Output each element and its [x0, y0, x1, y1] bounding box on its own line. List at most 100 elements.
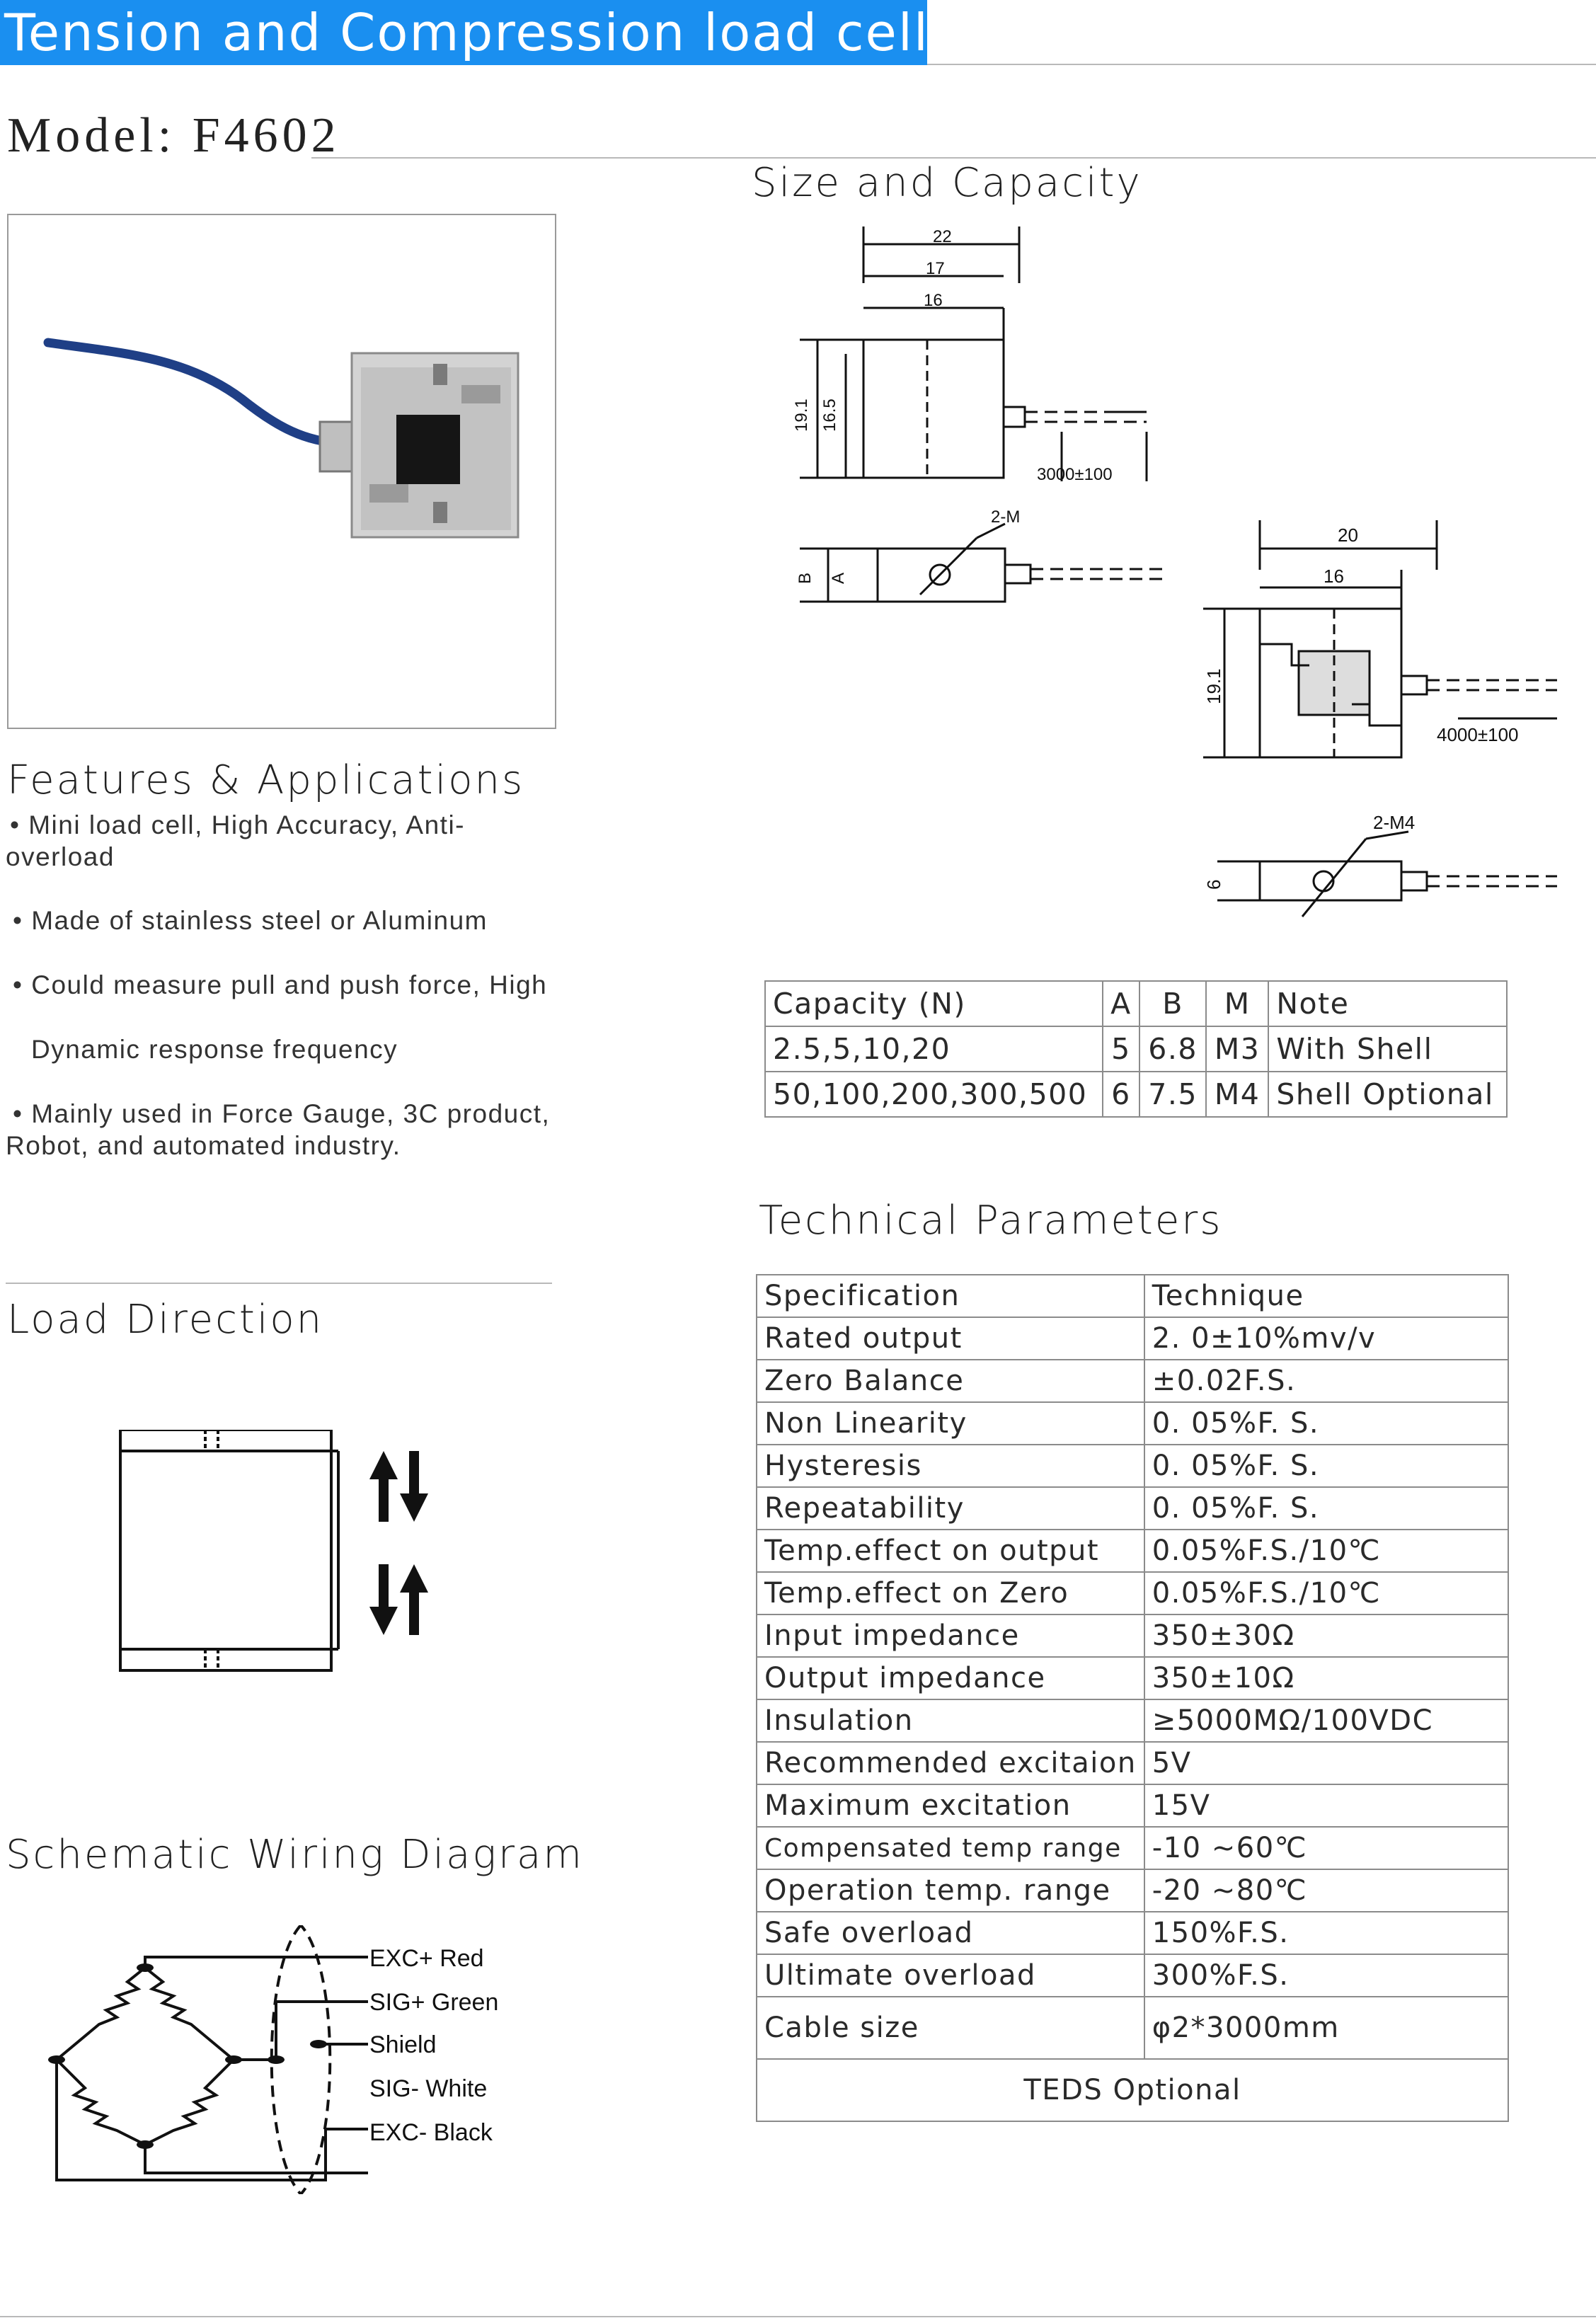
cap-header-capacity: Capacity (N) [764, 980, 1103, 1027]
wire-exc-plus: EXC+ Red [369, 1945, 484, 1972]
product-photo [7, 214, 556, 729]
tech-value: ±0.02F.S. [1143, 1359, 1510, 1403]
tech-label: Rated output [756, 1317, 1145, 1360]
table-row: Operation temp. range-20 ~80℃ [756, 1869, 1510, 1912]
tech-header-spec: Specification [756, 1274, 1145, 1318]
tech-value: 5V [1143, 1741, 1510, 1785]
tech-label: Compensated temp range [756, 1826, 1145, 1870]
dim-20: 20 [1338, 524, 1358, 546]
tech-label: Ultimate overload [756, 1954, 1145, 1997]
tech-label: Repeatability [756, 1486, 1145, 1530]
cap-cell: 6.8 [1139, 1026, 1207, 1072]
tech-value: 0. 05%F. S. [1143, 1444, 1510, 1488]
cap-cell: M3 [1205, 1026, 1270, 1072]
arrow-down-icon [400, 1451, 428, 1522]
cap-cell: M4 [1205, 1071, 1270, 1118]
thread-label-1: 2-M [991, 507, 1020, 527]
title-bar: Tension and Compression load cell [0, 0, 929, 65]
tech-label: Zero Balance [756, 1359, 1145, 1403]
cap-header-b: B [1139, 980, 1207, 1027]
cap-cell: 7.5 [1139, 1071, 1207, 1118]
model-label: Model: F4602 [7, 108, 340, 163]
wiring-heading: Schematic Wiring Diagram [6, 1832, 584, 1878]
table-row: Compensated temp range-10 ~60℃ [756, 1826, 1510, 1870]
feature-4-line1: • Mainly used in Force Gauge, 3C product… [13, 1099, 551, 1128]
cap-header-note: Note [1268, 980, 1508, 1027]
tech-footer-row: TEDS Optional [756, 2058, 1509, 2122]
dim-19-1b: 19.1 [1203, 668, 1224, 704]
technical-heading: Technical Parameters [759, 1198, 1223, 1244]
tech-label: Non Linearity [756, 1401, 1145, 1445]
page-title: Tension and Compression load cell [4, 3, 929, 62]
features-heading: Features & Applications [7, 757, 525, 803]
label-b: B [796, 573, 815, 584]
dim-17: 17 [926, 259, 945, 278]
table-row: 50,100,200,300,500 6 7.5 M4 Shell Option… [764, 1071, 1508, 1118]
size-capacity-heading: Size and Capacity [752, 160, 1142, 206]
tech-value: 0. 05%F. S. [1143, 1486, 1510, 1530]
arrow-up-icon [400, 1564, 428, 1635]
load-direction-rule [6, 1283, 552, 1284]
bottom-rule [0, 2316, 1596, 2317]
tech-label: Output impedance [756, 1656, 1145, 1700]
cap-cell: 5 [1101, 1026, 1141, 1072]
wiring-diagram: EXC+ Red SIG+ Green Shield SIG- White EX… [48, 1925, 498, 2194]
wire-sig-minus: SIG- White [369, 2075, 487, 2102]
wire-shield: Shield [369, 2031, 437, 2058]
feature-3-cont: Dynamic response frequency [31, 1035, 398, 1064]
tech-label: Insulation [756, 1699, 1145, 1743]
tech-value: 150%F.S. [1143, 1911, 1510, 1955]
dim-16: 16 [924, 291, 943, 310]
tech-value: φ2*3000mm [1143, 1996, 1510, 2060]
cap-cell: With Shell [1268, 1026, 1508, 1072]
cap-cell: 50,100,200,300,500 [764, 1071, 1103, 1118]
tech-label: Hysteresis [756, 1444, 1145, 1488]
capacity-header-row: Capacity (N) A B M Note [764, 980, 1508, 1027]
feature-1-line1: • Mini load cell, High Accuracy, Anti- [10, 810, 466, 839]
arrow-up-icon [369, 1451, 398, 1522]
model-rule [311, 157, 1596, 159]
load-direction-diagram [119, 1430, 428, 1672]
wire-exc-minus: EXC- Black [369, 2119, 493, 2146]
title-rule [927, 64, 1596, 65]
cap-cell: Shell Optional [1268, 1071, 1508, 1118]
feature-4-line2: Robot, and automated industry. [6, 1131, 401, 1160]
tech-value: ≥5000MΩ/100VDC [1143, 1699, 1510, 1743]
tech-label: Safe overload [756, 1911, 1145, 1955]
tech-value: 0.05%F.S./10℃ [1143, 1529, 1510, 1573]
thread-label-2: 2-M4 [1373, 812, 1415, 833]
tech-value: -20 ~80℃ [1143, 1869, 1510, 1912]
cable-length-1: 3000±100 [1037, 465, 1113, 484]
feature-2: • Made of stainless steel or Aluminum [13, 906, 488, 935]
cable-length-2: 4000±100 [1437, 724, 1519, 745]
table-row: Insulation≥5000MΩ/100VDC [756, 1699, 1510, 1743]
table-row: 2.5,5,10,20 5 6.8 M3 With Shell [764, 1026, 1508, 1072]
tech-label: Recommended excitaion [756, 1741, 1145, 1785]
tech-label: Temp.effect on output [756, 1529, 1145, 1573]
tech-value: 350±30Ω [1143, 1614, 1510, 1658]
drawing-front-view: 20 16 19.1 4000±100 2-M4 6 [1203, 520, 1557, 917]
tech-value: -10 ~60℃ [1143, 1826, 1510, 1870]
tech-value: 350±10Ω [1143, 1656, 1510, 1700]
dim-16-5: 16.5 [820, 398, 839, 432]
feature-1-line2: overload [6, 842, 115, 871]
tech-label: Input impedance [756, 1614, 1145, 1658]
tech-value: 300%F.S. [1143, 1954, 1510, 1997]
feature-3: • Could measure pull and push force, Hig… [13, 970, 548, 999]
dim-19-1: 19.1 [792, 398, 811, 432]
cap-header-a: A [1101, 980, 1141, 1027]
teds-optional: TEDS Optional [756, 2058, 1509, 2122]
wire-sig-plus: SIG+ Green [369, 1989, 498, 2016]
cap-cell: 2.5,5,10,20 [764, 1026, 1103, 1072]
dim-6: 6 [1203, 880, 1224, 890]
